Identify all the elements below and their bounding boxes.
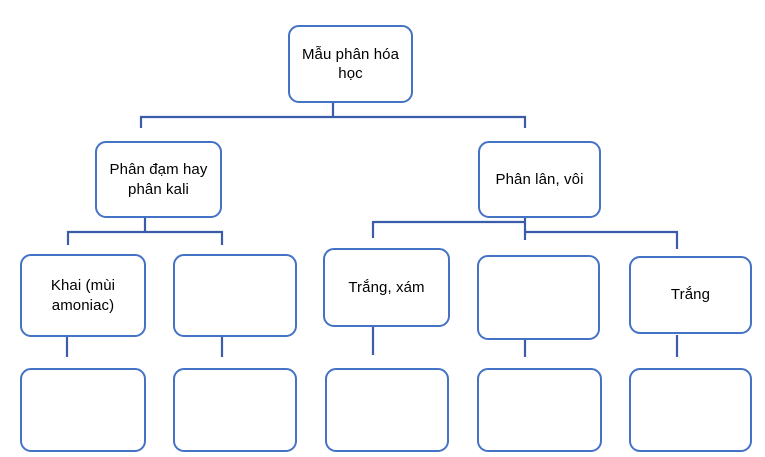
node-leaf-4-empty — [477, 255, 600, 340]
node-branch-right: Phân lân, vôi — [478, 141, 601, 218]
node-root: Mẫu phân hóa học — [288, 25, 413, 103]
node-answer-1-empty — [20, 368, 146, 452]
node-branch-left: Phân đạm hay phân kali — [95, 141, 222, 218]
node-leaf-2-empty — [173, 254, 297, 337]
node-branch-left-label: Phân đạm hay phân kali — [109, 161, 208, 198]
node-answer-4-empty — [477, 368, 602, 452]
node-root-label: Mẫu phân hóa học — [301, 45, 400, 83]
node-leaf-3-label: Trắng, xám — [348, 278, 425, 296]
node-leaf-5-label: Trắng — [670, 286, 711, 304]
node-leaf-5: Trắng — [629, 256, 752, 334]
node-answer-3-empty — [325, 368, 449, 452]
node-leaf-1: Khai (mùi amoniac) — [20, 254, 146, 337]
node-branch-right-label: Phân lân, vôi — [495, 170, 584, 188]
node-leaf-3: Trắng, xám — [323, 248, 450, 327]
node-answer-5-empty — [629, 368, 752, 452]
node-leaf-1-label: Khai (mùi amoniac) — [50, 277, 116, 314]
node-answer-2-empty — [173, 368, 297, 452]
